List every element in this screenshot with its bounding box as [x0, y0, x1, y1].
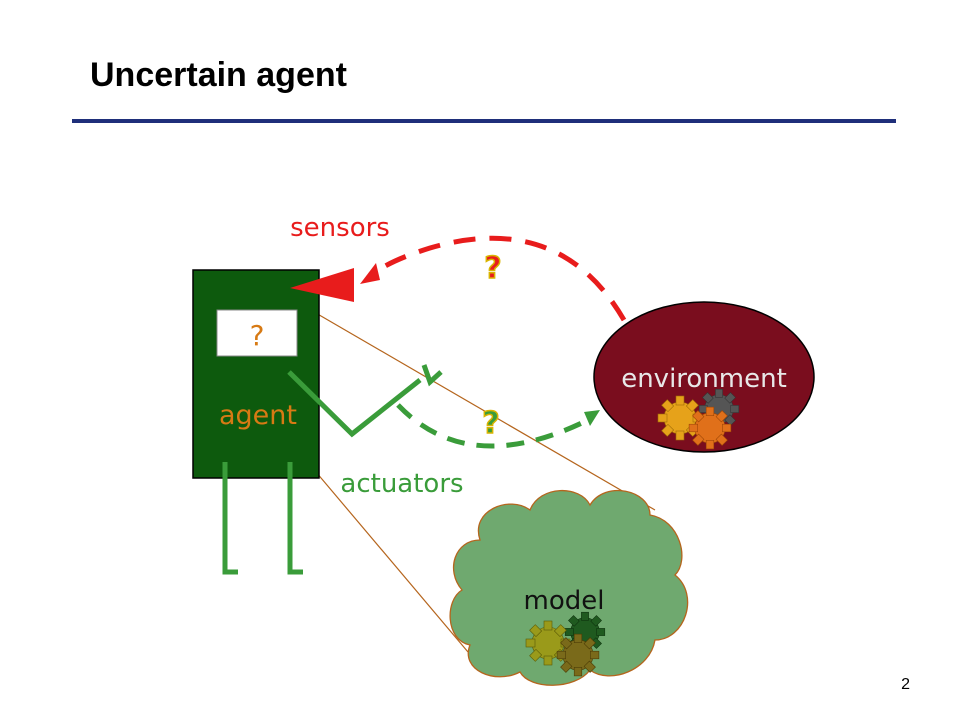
environment-label: environment	[621, 364, 787, 394]
page-number: 2	[901, 676, 910, 693]
model-label: model	[524, 586, 605, 616]
action-arrowhead-icon	[584, 410, 600, 426]
sensor-icon	[290, 268, 354, 302]
actuator-gripper	[421, 364, 443, 387]
actuators-label: actuators	[340, 469, 463, 499]
agent-body	[192, 269, 320, 479]
zoom-line-top	[289, 297, 656, 511]
agent-state-question-mark: ?	[250, 319, 265, 352]
action-arrow	[396, 403, 594, 449]
action-uncertainty-mark: ?	[482, 406, 499, 441]
perception-arrowhead-icon	[360, 263, 380, 284]
agent: ? agent	[192, 269, 320, 575]
slide-title: Uncertain agent	[90, 56, 347, 94]
model-cloud-shape	[449, 489, 689, 686]
model-cloud: model	[449, 489, 689, 686]
agent-leg-left	[222, 462, 238, 575]
environment: environment	[593, 301, 815, 453]
environment-ellipse	[593, 301, 815, 453]
agent-label: agent	[219, 400, 297, 431]
perception-arrow	[366, 235, 627, 322]
perception-uncertainty-mark: ?	[484, 251, 501, 286]
agent-state-box	[216, 309, 298, 357]
actuator-arm	[287, 370, 422, 438]
sensors-label: sensors	[290, 213, 390, 243]
agent-leg-right	[287, 462, 303, 575]
title-divider	[72, 119, 896, 123]
